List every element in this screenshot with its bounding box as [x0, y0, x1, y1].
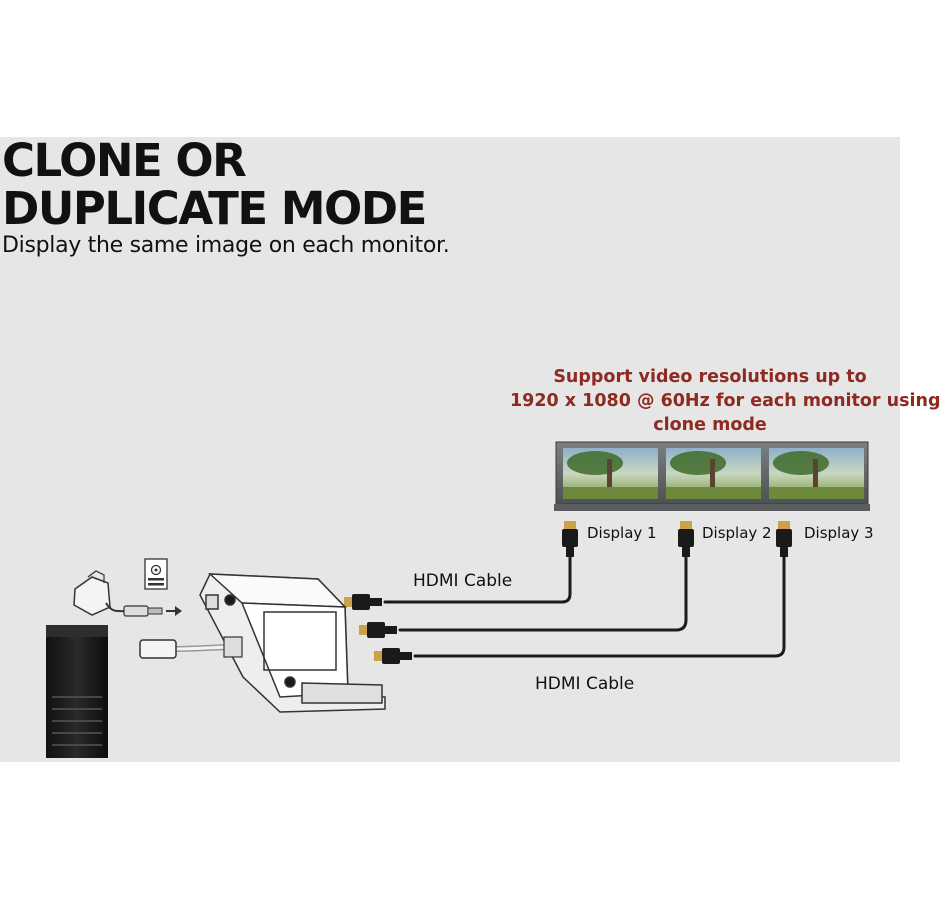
dc-jack-icon — [144, 558, 168, 590]
display-3-label: Display 3 — [804, 524, 874, 542]
hdmi-cable-label-bottom: HDMI Cable — [535, 674, 635, 694]
callout-line-3: clone mode — [653, 415, 767, 435]
usb-connector-icon — [139, 636, 243, 659]
callout-line-1: Support video resolutions up to — [553, 367, 867, 387]
display-2-label: Display 2 — [702, 524, 772, 542]
monitor-icon — [554, 441, 870, 511]
hdmi-plug-icon — [562, 521, 792, 557]
display-1-label: Display 1 — [587, 524, 657, 542]
hdmi-cable-2 — [398, 555, 688, 632]
subtitle: Display the same image on each monitor. — [2, 233, 450, 258]
hdmi-cable-1 — [383, 555, 572, 604]
adapter-box-icon — [199, 573, 386, 713]
connection-diagram — [46, 441, 870, 758]
resolution-callout: Support video resolutions up to 1920 x 1… — [510, 365, 941, 437]
callout-line-2: 1920 x 1080 @ 60Hz for each monitor usin… — [510, 391, 941, 411]
power-adapter-icon — [73, 570, 182, 617]
page-title: CLONE OR DUPLICATE MODE — [2, 134, 427, 235]
title-line-1: CLONE OR — [2, 134, 247, 187]
computer-tower-icon — [46, 625, 108, 758]
diagram-panel: CLONE OR DUPLICATE MODE Display the same… — [0, 134, 941, 762]
title-line-2: DUPLICATE MODE — [2, 182, 427, 235]
hdmi-plug-horizontal — [344, 594, 412, 664]
hdmi-cable-label-top: HDMI Cable — [413, 571, 513, 591]
hdmi-cable-3 — [413, 555, 786, 658]
